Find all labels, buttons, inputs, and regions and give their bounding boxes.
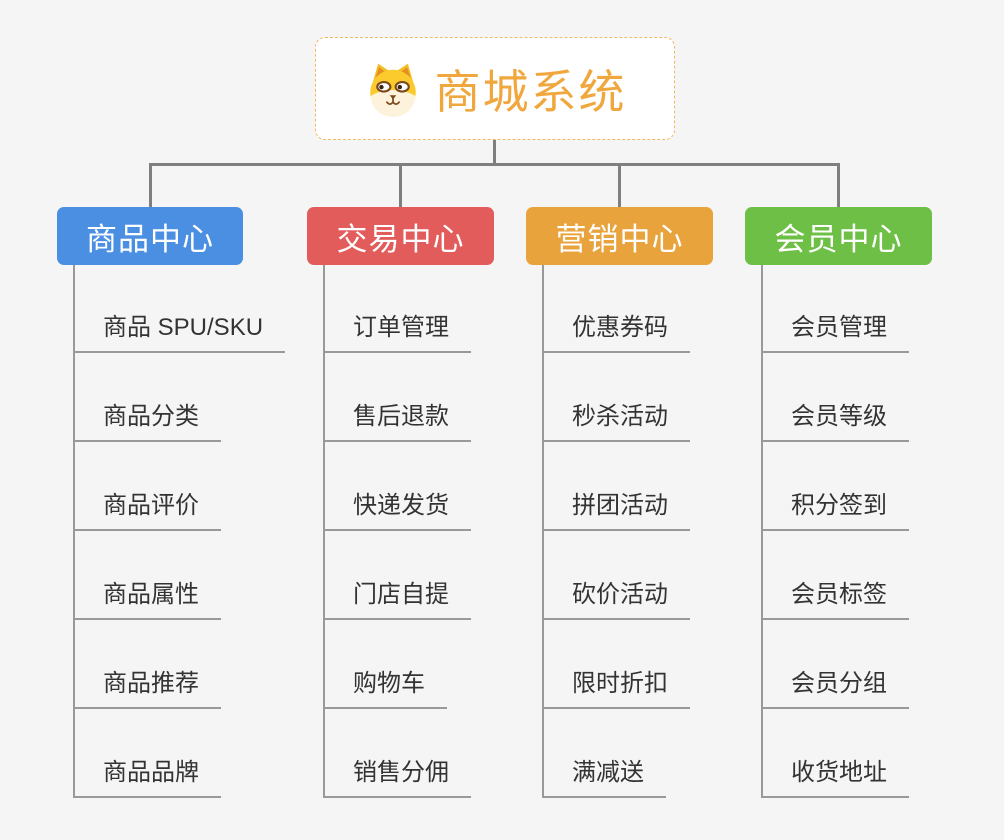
- dog-face-icon: [369, 63, 416, 117]
- leaf-node[interactable]: 商品属性: [73, 581, 221, 620]
- leaf-node[interactable]: 拼团活动: [542, 492, 690, 531]
- leaf-node[interactable]: 门店自提: [323, 581, 471, 620]
- leaf-node[interactable]: 购物车: [323, 670, 447, 709]
- leaf-node[interactable]: 限时折扣: [542, 670, 690, 709]
- leaf-node[interactable]: 商品分类: [73, 403, 221, 442]
- leaf-node[interactable]: 会员标签: [761, 581, 909, 620]
- root-title: 商城系统: [434, 65, 627, 118]
- leaf-node[interactable]: 会员等级: [761, 403, 909, 442]
- root-stem-connector: [493, 139, 496, 165]
- branch-spine: [323, 265, 325, 798]
- leaf-node[interactable]: 商品评价: [73, 492, 221, 531]
- branch-box-member-center[interactable]: 会员中心: [745, 207, 932, 265]
- leaf-node[interactable]: 销售分佣: [323, 759, 471, 798]
- branch-box-trade-center[interactable]: 交易中心: [307, 207, 494, 265]
- leaf-node[interactable]: 收货地址: [761, 759, 909, 798]
- leaf-node[interactable]: 满减送: [542, 759, 666, 798]
- leaf-node[interactable]: 商品推荐: [73, 670, 221, 709]
- branch-drop-connector: [399, 163, 402, 208]
- leaf-node[interactable]: 商品 SPU/SKU: [73, 314, 286, 353]
- leaf-node[interactable]: 会员分组: [761, 670, 909, 709]
- branch-drop-connector: [149, 163, 152, 208]
- branch-drop-connector: [837, 163, 840, 208]
- branch-spine: [761, 265, 763, 798]
- leaf-node[interactable]: 快递发货: [323, 492, 471, 531]
- branch-box-product-center[interactable]: 商品中心: [57, 207, 243, 265]
- root-node[interactable]: 商城系统: [315, 37, 675, 140]
- leaf-node[interactable]: 优惠券码: [542, 314, 690, 353]
- leaf-node[interactable]: 砍价活动: [542, 581, 690, 620]
- branch-drop-connector: [618, 163, 621, 208]
- leaf-node[interactable]: 会员管理: [761, 314, 909, 353]
- leaf-node[interactable]: 售后退款: [323, 403, 471, 442]
- leaf-node[interactable]: 积分签到: [761, 492, 909, 531]
- branch-spine: [542, 265, 544, 798]
- leaf-node[interactable]: 商品品牌: [73, 759, 221, 798]
- leaf-node[interactable]: 秒杀活动: [542, 403, 690, 442]
- branch-box-marketing-center[interactable]: 营销中心: [526, 207, 713, 265]
- branch-spine: [73, 265, 75, 798]
- leaf-node[interactable]: 订单管理: [323, 314, 471, 353]
- tree-horizontal-connector: [149, 163, 840, 166]
